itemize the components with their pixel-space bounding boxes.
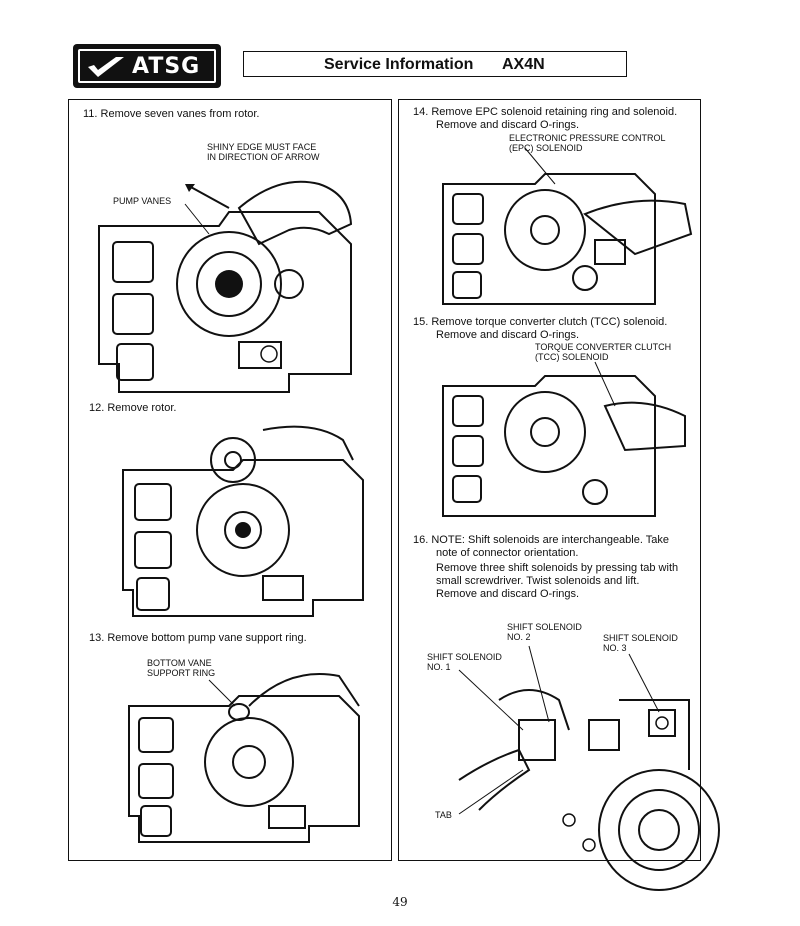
step-16-note2: note of connector orientation. bbox=[436, 547, 579, 559]
step-16-body2: small screwdriver. Twist solenoids and l… bbox=[436, 575, 640, 587]
logo-text: ATSG bbox=[132, 54, 201, 79]
figure-step-12 bbox=[122, 425, 364, 617]
label-shift-2-2: NO. 2 bbox=[507, 632, 531, 642]
label-bottom-vane-2: SUPPORT RING bbox=[147, 668, 216, 678]
label-shiny-edge-1: SHINY EDGE MUST FACE bbox=[207, 142, 317, 152]
step-15-line1: 15. Remove torque converter clutch (TCC)… bbox=[413, 316, 668, 328]
label-bottom-vane-1: BOTTOM VANE bbox=[147, 658, 212, 668]
label-tcc-2: (TCC) SOLENOID bbox=[535, 352, 609, 362]
label-shiny-edge-2: IN DIRECTION OF ARROW bbox=[207, 152, 320, 162]
page-number: 49 bbox=[392, 895, 408, 909]
figure-step-15 bbox=[442, 361, 686, 517]
label-tab: TAB bbox=[435, 810, 452, 820]
step-14-line2: Remove and discard O-rings. bbox=[436, 119, 580, 131]
right-panel: 14. Remove EPC solenoid retaining ring a… bbox=[398, 99, 720, 891]
atsg-logo: ATSG bbox=[73, 44, 221, 88]
label-shift-1-2: NO. 1 bbox=[427, 662, 451, 672]
figure-step-13 bbox=[128, 673, 360, 843]
label-shift-2-1: SHIFT SOLENOID bbox=[507, 622, 582, 632]
step-12-text: 12. Remove rotor. bbox=[89, 402, 177, 414]
label-pump-vanes: PUMP VANES bbox=[113, 196, 172, 206]
model-name: AX4N bbox=[502, 56, 545, 73]
figure-step-11 bbox=[98, 180, 353, 393]
step-11-text: 11. Remove seven vanes from rotor. bbox=[83, 108, 260, 120]
label-epc-2: (EPC) SOLENOID bbox=[509, 143, 583, 153]
left-panel: 11. Remove seven vanes from rotor. SHINY… bbox=[68, 99, 392, 861]
checkmark-icon bbox=[88, 57, 124, 77]
figure-step-14 bbox=[442, 147, 693, 305]
label-epc-1: ELECTRONIC PRESSURE CONTROL bbox=[509, 133, 666, 143]
page-title: Service Information bbox=[324, 56, 474, 73]
step-16-body3: Remove and discard O-rings. bbox=[436, 588, 580, 600]
step-14-line1: 14. Remove EPC solenoid retaining ring a… bbox=[413, 106, 678, 118]
step-13-text: 13. Remove bottom pump vane support ring… bbox=[89, 632, 307, 644]
label-tcc-1: TORQUE CONVERTER CLUTCH bbox=[535, 342, 672, 352]
page-title-box: Service Information AX4N bbox=[243, 51, 627, 77]
label-shift-1-1: SHIFT SOLENOID bbox=[427, 652, 502, 662]
step-15-line2: Remove and discard O-rings. bbox=[436, 329, 580, 341]
step-16-body1: Remove three shift solenoids by pressing… bbox=[436, 562, 679, 574]
label-shift-3-1: SHIFT SOLENOID bbox=[603, 633, 678, 643]
figure-step-16 bbox=[458, 645, 720, 891]
step-16-note1: 16. NOTE: Shift solenoids are interchang… bbox=[413, 534, 670, 546]
label-shift-3-2: NO. 3 bbox=[603, 643, 627, 653]
